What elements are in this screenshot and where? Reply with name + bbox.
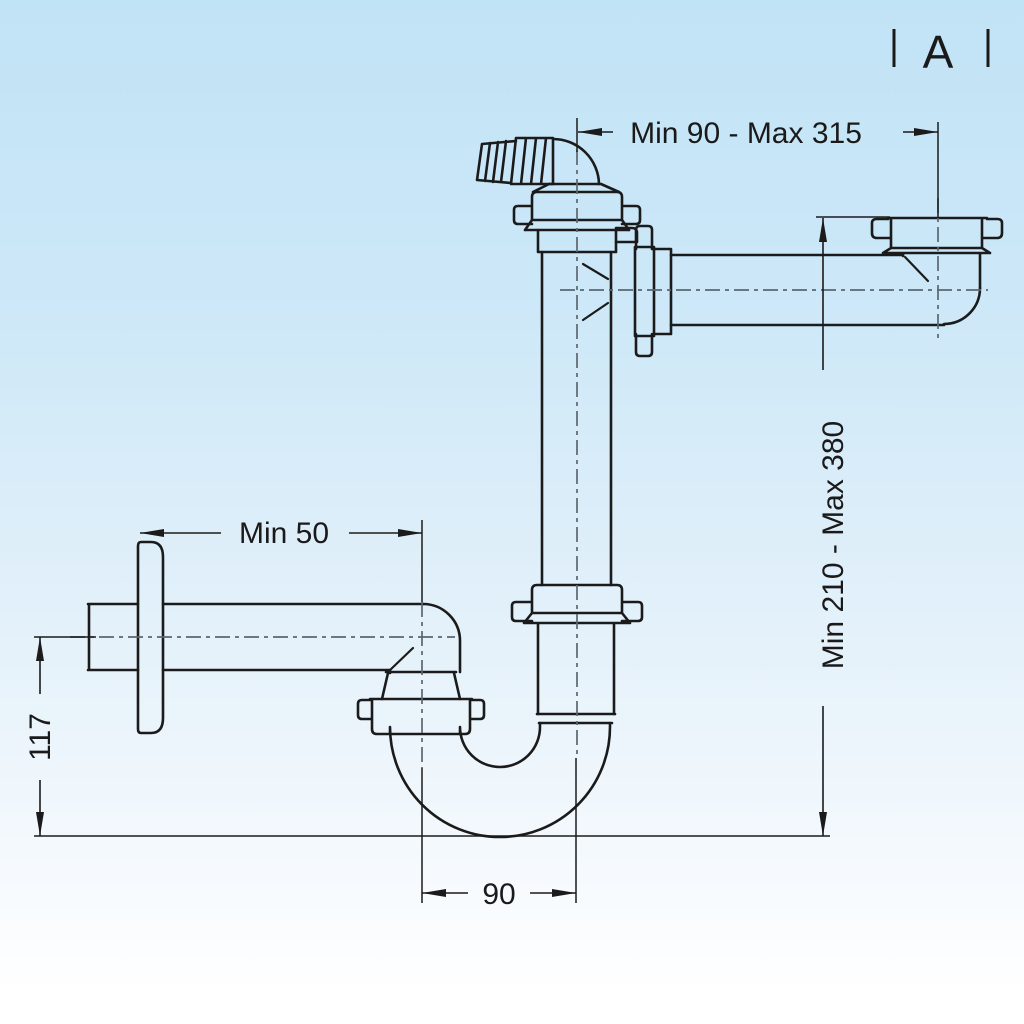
coupling-band — [535, 712, 617, 725]
arrowhead-90-right — [552, 889, 576, 897]
arrowhead-min210-up — [819, 218, 827, 242]
arrowhead-min50-left — [140, 529, 164, 537]
arrowhead-top-left — [578, 128, 602, 136]
inlet-nut — [356, 697, 486, 736]
variant-label-text: A — [923, 26, 954, 78]
u-trap-bend — [388, 721, 612, 839]
dim-label-90: 90 — [482, 878, 515, 911]
top-cone — [531, 182, 621, 194]
arrowhead-min210-down — [819, 812, 827, 836]
sink-connector-nut — [870, 216, 1004, 290]
right-elbow-joint-mark — [903, 255, 930, 283]
siphon-outline-group — [86, 136, 1004, 839]
arrowhead-90-left — [422, 889, 446, 897]
variant-label-group: A — [892, 26, 990, 78]
dim-label-117: 117 — [24, 713, 57, 761]
side-outlet-nut — [614, 224, 673, 358]
dim-label-top: Min 90 - Max 315 — [630, 117, 862, 150]
sink-elbow — [942, 286, 982, 326]
tee-joint-marks — [581, 262, 610, 322]
arrowhead-top-right — [914, 128, 938, 136]
arrowhead-117-up — [36, 637, 44, 661]
wall-flange — [136, 540, 165, 735]
dim-label-right: Min 210 - Max 380 — [817, 421, 850, 669]
left-elbow-joint-mark — [387, 646, 415, 673]
arrowhead-min50-right — [398, 529, 422, 537]
inlet-elbow — [388, 602, 462, 675]
dimension-lines-group — [36, 128, 938, 897]
extension-lines-group — [34, 118, 939, 903]
horizontal-pipe — [669, 253, 946, 327]
lower-pipe — [536, 622, 616, 716]
inlet-cone — [380, 670, 462, 701]
arrowhead-117-down — [36, 812, 44, 836]
centerlines-group — [70, 150, 988, 768]
dimension-labels-group: Min 90 - Max 315 Min 210 - Max 380 Min 5… — [24, 117, 862, 911]
top-elbow — [551, 137, 601, 186]
dim-label-min50: Min 50 — [239, 517, 329, 550]
vertical-pipe — [540, 250, 613, 587]
hose-barb — [475, 136, 555, 186]
